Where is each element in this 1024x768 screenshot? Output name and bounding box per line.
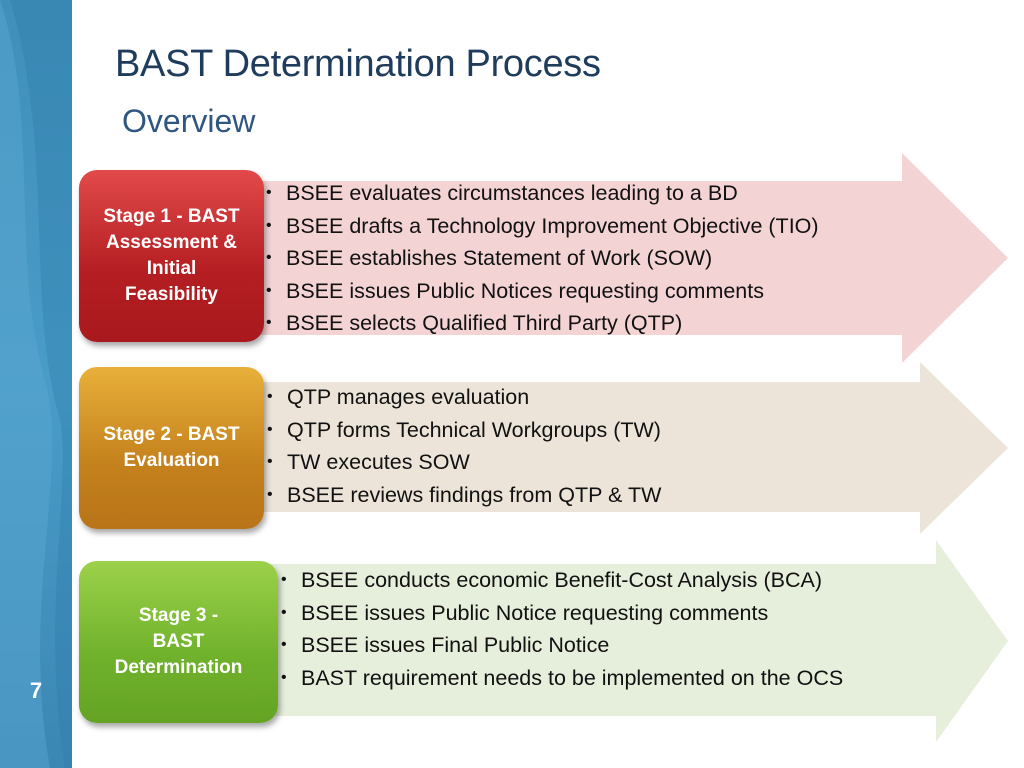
bullet-item: BSEE evaluates circumstances leading to …: [266, 177, 819, 210]
stage-1-label-line: Stage 1 - BAST: [103, 206, 240, 227]
stage-2-box: Stage 2 - BAST Evaluation: [79, 367, 264, 529]
page-subtitle: Overview: [122, 103, 256, 139]
sidebar-wave-decoration: [0, 0, 72, 768]
bullet-item: TW executes SOW: [267, 446, 661, 479]
stage-1-label-line: Initial: [146, 258, 197, 279]
bullet-item: BSEE issues Public Notices requesting co…: [266, 275, 819, 308]
page-title: BAST Determination Process: [115, 43, 601, 85]
bullet-item: QTP forms Technical Workgroups (TW): [267, 414, 661, 447]
bullet-item: BSEE drafts a Technology Improvement Obj…: [266, 210, 819, 243]
stage-3-bullet-list: BSEE conducts economic Benefit-Cost Anal…: [281, 564, 843, 694]
stage-1-box: Stage 1 - BAST Assessment & Initial Feas…: [79, 170, 264, 342]
stage-3-label-line: Determination: [114, 657, 243, 678]
stage-1-label-line: Assessment &: [106, 232, 237, 253]
stage-1-bullet-list: BSEE evaluates circumstances leading to …: [266, 177, 819, 340]
bullet-item: BSEE reviews findings from QTP & TW: [267, 479, 661, 512]
bullet-item: BSEE issues Public Notice requesting com…: [281, 597, 843, 630]
bullet-item: BAST requirement needs to be implemented…: [281, 662, 843, 695]
stage-3-label-line: Stage 3 -: [138, 605, 219, 626]
bullet-item: BSEE establishes Statement of Work (SOW): [266, 242, 819, 275]
bullet-item: BSEE issues Final Public Notice: [281, 629, 843, 662]
bullet-item: BSEE selects Qualified Third Party (QTP): [266, 307, 819, 340]
stage-2-label-line: Evaluation: [123, 450, 220, 471]
bullet-item: BSEE conducts economic Benefit-Cost Anal…: [281, 564, 843, 597]
stage-2-bullet-list: QTP manages evaluation QTP forms Technic…: [267, 381, 661, 511]
sidebar-band: 7: [0, 0, 72, 768]
stage-1-label-line: Feasibility: [125, 284, 218, 305]
stage-3-label-line: BAST: [152, 631, 205, 652]
stage-2-label-line: Stage 2 - BAST: [103, 424, 240, 445]
stage-3-box: Stage 3 - BAST Determination: [79, 561, 278, 723]
page-number: 7: [29, 678, 43, 703]
bullet-item: QTP manages evaluation: [267, 381, 661, 414]
